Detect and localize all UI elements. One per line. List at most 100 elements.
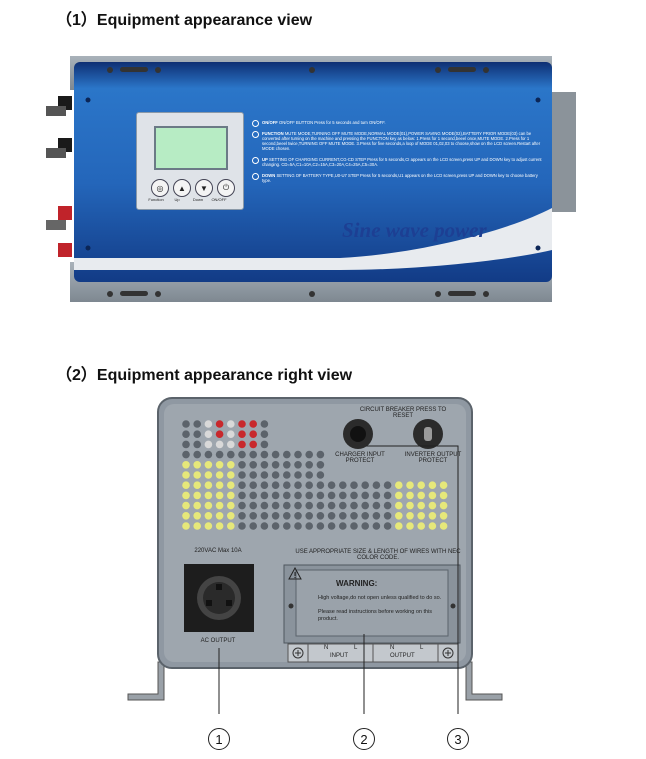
warning-body: High voltage,do not open unless qualifie…: [318, 595, 442, 622]
instruction-list: ON/OFF ON/OFF BUTTON Press for 5 seconds…: [252, 120, 542, 189]
vent-hole: [271, 481, 280, 489]
vent-hole: [182, 461, 190, 469]
vent-hole: [361, 491, 369, 500]
vent-hole: [350, 491, 358, 500]
power-button[interactable]: ⏻: [217, 179, 235, 197]
vent-hole: [383, 481, 392, 489]
vent-hole: [193, 501, 201, 510]
vent-hole: [215, 450, 224, 459]
vent-hole: [182, 450, 190, 459]
vent-hole: [283, 501, 291, 510]
vent-hole: [260, 450, 269, 459]
vent-hole: [215, 440, 224, 449]
vent-hole: [283, 471, 291, 479]
callout-1: 1: [208, 728, 230, 750]
output-label: OUTPUT: [390, 653, 415, 659]
vent-hole: [271, 501, 280, 510]
vent-hole: [182, 420, 190, 428]
instruction-up: UP SETTING OF CHARGING CURRENT,CG-CD STE…: [252, 157, 542, 167]
vent-hole: [395, 512, 403, 520]
vent-hole: [339, 481, 347, 489]
vent-hole: [339, 522, 347, 530]
vent-hole: [428, 481, 437, 489]
vent-hole: [204, 440, 213, 449]
vent-hole: [283, 461, 291, 469]
right-view: CIRCUIT BREAKER PRESS TO RESET CHARGER I…: [120, 394, 520, 714]
terminal-labels: N L N L INPUT OUTPUT: [324, 645, 424, 659]
vent-hole: [283, 512, 291, 520]
ac-output-label: AC OUTPUT: [200, 638, 236, 644]
vent-hole: [327, 512, 336, 520]
vent-hole: [238, 522, 246, 530]
vent-hole: [204, 450, 213, 459]
vent-hole: [227, 481, 235, 489]
input-label: INPUT: [330, 653, 348, 659]
vent-hole: [361, 522, 369, 530]
vent-hole: [439, 491, 448, 500]
vent-hole: [260, 522, 269, 530]
vent-hole: [238, 481, 246, 489]
instruction-function: FUNCTION MUTE MODE,TURNING OFF MUTE MODE…: [252, 131, 542, 151]
vent-hole: [260, 481, 269, 489]
vent-hole: [182, 430, 190, 438]
vent-hole: [327, 501, 336, 510]
vent-hole: [238, 430, 246, 438]
vent-hole: [227, 461, 235, 469]
vent-hole: [417, 522, 426, 530]
vent-hole: [406, 501, 414, 510]
vent-hole: [417, 501, 426, 510]
inverter-output-label: INVERTER OUTPUT PROTECT: [404, 452, 462, 464]
instruction-onoff: ON/OFF ON/OFF BUTTON Press for 5 seconds…: [252, 120, 542, 127]
vent-hole: [316, 450, 325, 459]
vent-hole: [395, 491, 403, 500]
vent-hole: [417, 491, 426, 500]
vent-hole: [260, 461, 269, 469]
vent-hole: [294, 471, 302, 479]
down-button[interactable]: ▼: [195, 179, 213, 197]
vent-hole: [249, 501, 257, 510]
vent-hole: [271, 471, 280, 479]
vent-hole: [204, 471, 213, 479]
vent-hole: [283, 450, 291, 459]
vent-hole: [260, 420, 269, 428]
vent-hole: [249, 481, 257, 489]
vent-hole: [339, 512, 347, 520]
vent-hole: [383, 522, 392, 530]
vent-hole: [204, 501, 213, 510]
vent-hole: [249, 461, 257, 469]
vent-hole: [204, 512, 213, 520]
white-swoosh: [74, 208, 552, 270]
vent-hole: [350, 481, 358, 489]
vent-hole: [227, 491, 235, 500]
front-view: ◎ ▲ ▼ ⏻ Function Up Down ON/OFF ON/OFF O…: [40, 48, 600, 306]
vent-hole: [372, 522, 381, 530]
up-button[interactable]: ▲: [173, 179, 191, 197]
vent-hole: [350, 522, 358, 530]
right-view-heading: （2）Equipment appearance right view: [56, 367, 353, 384]
vent-hole: [316, 501, 325, 510]
vent-hole: [294, 512, 302, 520]
vent-hole: [395, 501, 403, 510]
vent-hole: [372, 481, 381, 489]
vent-hole: [193, 471, 201, 479]
vent-hole: [305, 512, 313, 520]
vent-hole: [383, 501, 392, 510]
vent-hole: [428, 522, 437, 530]
right-foot: [465, 661, 503, 701]
vent-hole: [417, 481, 426, 489]
vent-hole: [193, 481, 201, 489]
vent-hole: [294, 491, 302, 500]
vent-hole: [193, 512, 201, 520]
vent-hole: [249, 430, 257, 438]
vent-hole: [305, 481, 313, 489]
function-button[interactable]: ◎: [151, 179, 169, 197]
warning-plate: WARNING: High voltage,do not open unless…: [288, 567, 456, 639]
vent-hole: [316, 471, 325, 479]
warning-triangle-icon: [288, 567, 302, 580]
vent-hole: [215, 471, 224, 479]
vent-hole: [193, 491, 201, 500]
vent-hole: [238, 491, 246, 500]
vent-hole: [249, 420, 257, 428]
vent-hole: [227, 440, 235, 449]
vent-hole: [406, 512, 414, 520]
